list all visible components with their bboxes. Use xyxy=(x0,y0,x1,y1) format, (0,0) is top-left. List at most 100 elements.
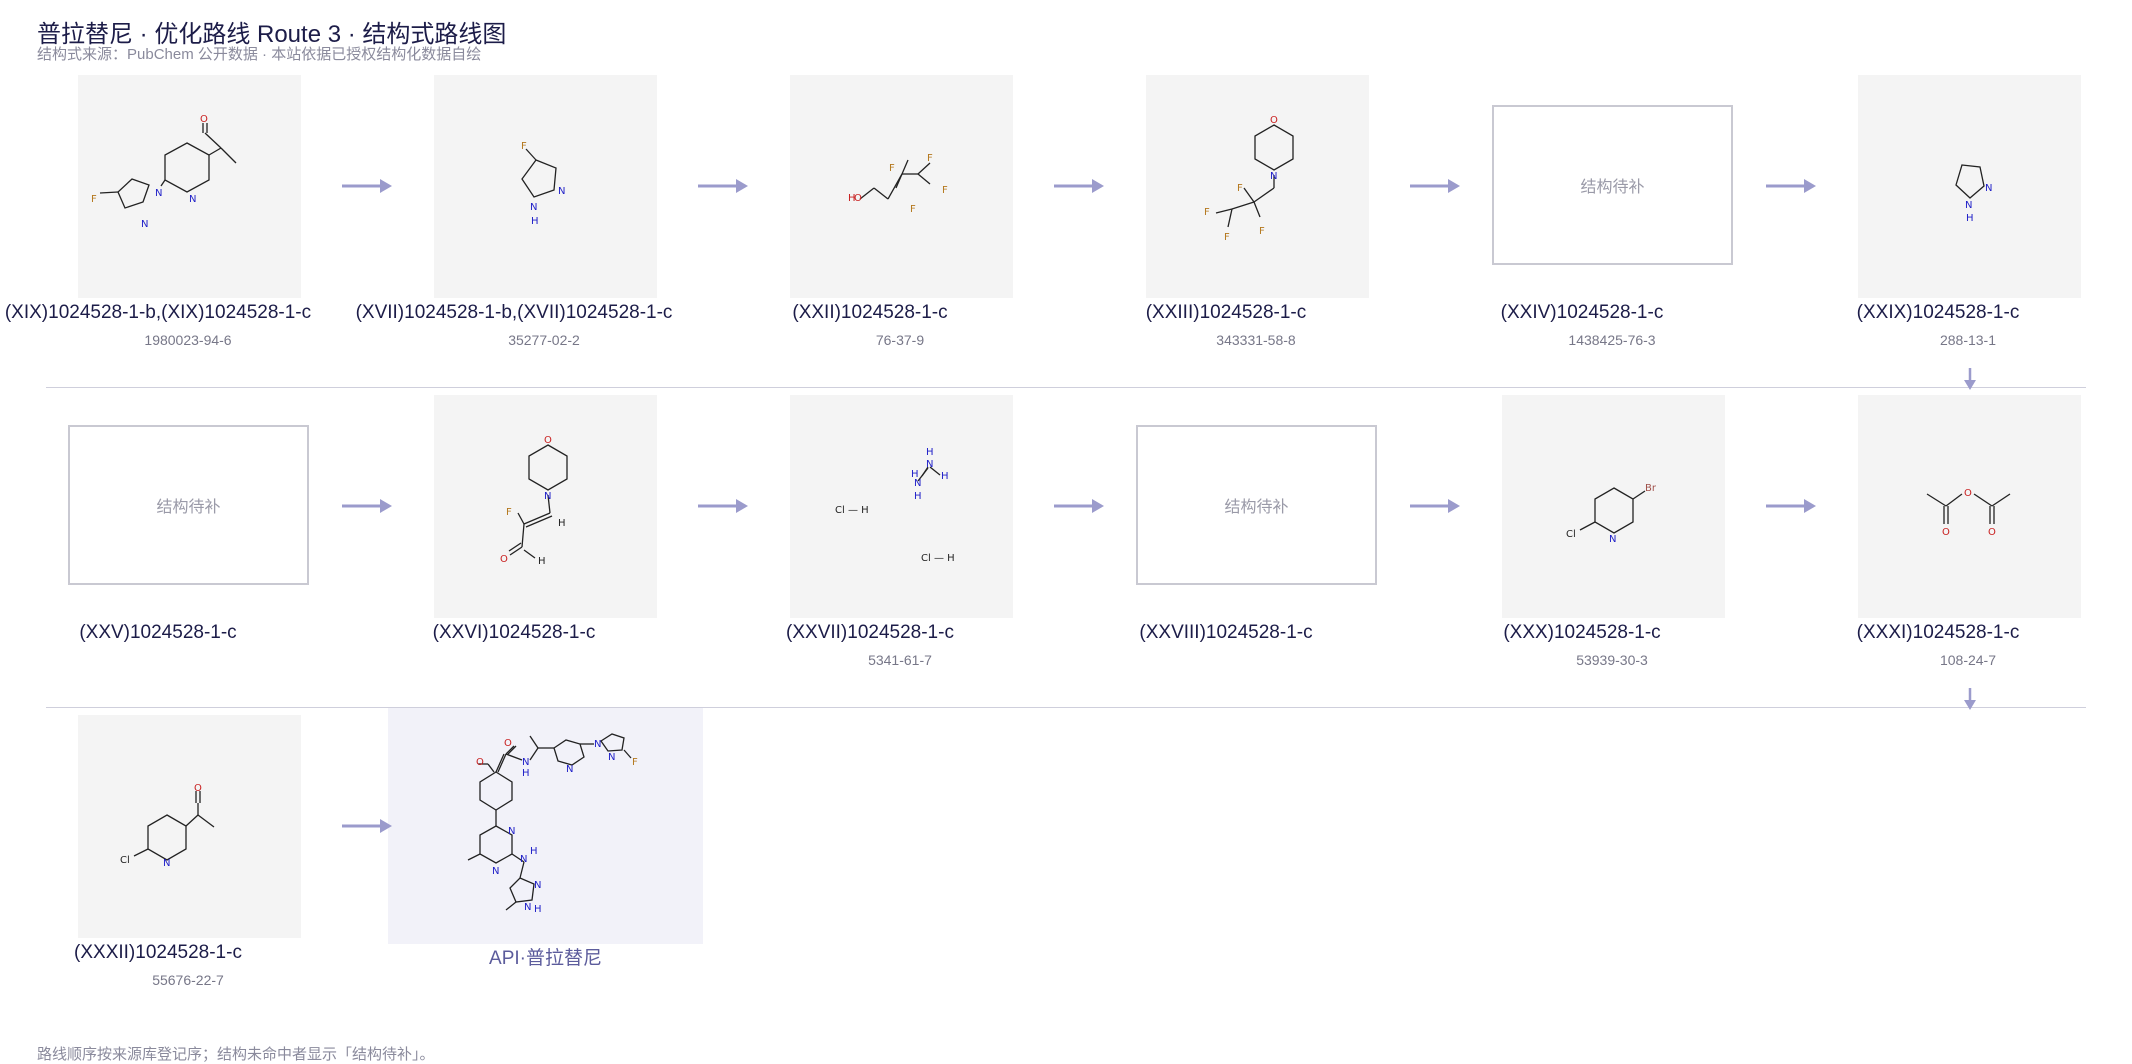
structure-image: Br N Cl xyxy=(1502,395,1725,618)
atom-label: O xyxy=(1988,527,1996,538)
structure-image: O N H F O H xyxy=(434,395,657,618)
compound-name: (XXX)1024528-1-c xyxy=(1503,622,1661,643)
row-connector-line xyxy=(46,387,2086,388)
atom-label: F xyxy=(1224,232,1230,243)
arrow-right-icon xyxy=(1410,179,1460,193)
atom-label: N xyxy=(594,739,601,750)
compound-name: (XXII)1024528-1-c xyxy=(792,302,948,323)
atom-label: O xyxy=(1964,488,1972,499)
atom-label: N xyxy=(508,826,515,837)
structure-placeholder: 结构待补 xyxy=(68,425,309,585)
atom-label: N xyxy=(163,858,170,869)
arrow-down-icon xyxy=(1964,688,1976,710)
atom-label: O xyxy=(854,193,862,204)
compound-name: (XIX)1024528-1-b,(XIX)1024528-1-c xyxy=(4,302,312,323)
compound-cas: 76-37-9 xyxy=(875,332,925,348)
atom-label: N xyxy=(1270,171,1277,182)
atom-label: N xyxy=(520,854,527,865)
structure-placeholder: 结构待补 xyxy=(1136,425,1377,585)
structure-image: O O O xyxy=(1858,395,2081,618)
arrow-right-icon xyxy=(1054,179,1104,193)
atom-label: F xyxy=(91,194,97,205)
hcl-label: Cl — H xyxy=(835,505,869,516)
atom-label: O xyxy=(200,114,208,125)
atom-label: O xyxy=(476,757,484,768)
api-card[interactable]: O O N H N N N F N N N H N N H xyxy=(388,708,703,944)
compound-cas: 288-13-1 xyxy=(1939,332,1997,348)
atom-label: N xyxy=(534,880,541,891)
page-subtitle: 结构式来源：PubChem 公开数据 · 本站依据已授权结构化数据自绘 xyxy=(37,46,482,63)
compound-cas: 55676-22-7 xyxy=(152,972,224,988)
atom-label: H xyxy=(558,518,566,529)
footer-note: 路线顺序按来源库登记序；结构未命中者显示「结构待补」。 xyxy=(37,1046,435,1063)
atom-label: F xyxy=(942,185,948,196)
compound-name: (XXXII)1024528-1-c xyxy=(74,942,242,963)
atom-label: H xyxy=(926,447,934,458)
arrow-right-icon xyxy=(1054,499,1104,513)
compound-name: (XVII)1024528-1-b,(XVII)1024528-1-c xyxy=(355,302,673,323)
atom-label: N xyxy=(926,459,933,470)
structure-image: O N N N F xyxy=(78,75,301,298)
compound-cas: 5341-61-7 xyxy=(868,652,932,668)
arrow-right-icon xyxy=(342,499,392,513)
atom-label: F xyxy=(506,507,512,518)
arrow-right-icon xyxy=(342,179,392,193)
atom-label: F xyxy=(1237,183,1243,194)
atom-label: F xyxy=(632,757,638,768)
atom-label: H xyxy=(534,904,542,915)
atom-label: H xyxy=(531,216,539,227)
compound-name: (XXIX)1024528-1-c xyxy=(1856,302,2020,323)
atom-label: N xyxy=(530,202,537,213)
arrow-down-icon xyxy=(1964,368,1976,390)
atom-label: H xyxy=(911,469,919,480)
atom-label: N xyxy=(522,757,529,768)
structure-placeholder: 结构待补 xyxy=(1492,105,1733,265)
atom-label: O xyxy=(1942,527,1950,538)
compound-cas: 35277-02-2 xyxy=(508,332,580,348)
atom-label: O xyxy=(194,783,202,794)
compound-cas: 343331-58-8 xyxy=(1216,332,1296,348)
atom-label: O xyxy=(544,435,552,446)
atom-label: Cl xyxy=(1566,529,1576,540)
compound-name: (XXVI)1024528-1-c xyxy=(432,622,596,643)
atom-label: H xyxy=(1966,213,1974,224)
structure-image: O N F F F F xyxy=(1146,75,1369,298)
page-title: 普拉替尼 · 优化路线 Route 3 · 结构式路线图 xyxy=(37,21,507,48)
atom-label: N xyxy=(524,902,531,913)
arrow-right-icon xyxy=(1766,179,1816,193)
atom-label: Cl xyxy=(120,855,130,866)
api-label: API·普拉替尼 xyxy=(489,948,602,969)
atom-label: H xyxy=(914,491,922,502)
atom-label: N xyxy=(544,491,551,502)
compound-name: (XXVII)1024528-1-c xyxy=(786,622,954,643)
atom-label: N xyxy=(492,866,499,877)
arrow-right-icon xyxy=(698,179,748,193)
atom-label: N xyxy=(914,478,921,489)
arrow-right-icon xyxy=(698,499,748,513)
atom-label: H xyxy=(848,193,856,204)
structure-image: H H N N H H Cl — H Cl — H xyxy=(790,395,1013,618)
atom-label: O xyxy=(504,738,512,749)
structure-image: N N H xyxy=(1858,75,2081,298)
compound-name: (XXIII)1024528-1-c xyxy=(1145,302,1307,323)
atom-label: H xyxy=(538,556,546,567)
atom-label: H xyxy=(522,768,530,779)
atom-label: Br xyxy=(1645,483,1657,494)
compound-name: (XXV)1024528-1-c xyxy=(79,622,237,643)
compound-name: (XXXI)1024528-1-c xyxy=(1856,622,2020,643)
structure-image: H O F F F F xyxy=(790,75,1013,298)
compound-cas: 53939-30-3 xyxy=(1576,652,1648,668)
structure-image: O N Cl xyxy=(78,715,301,938)
atom-label: F xyxy=(521,141,527,152)
atom-label: N xyxy=(558,186,565,197)
atom-label: O xyxy=(500,554,508,565)
atom-label: F xyxy=(1259,226,1265,237)
atom-label: H xyxy=(941,471,949,482)
atom-label: F xyxy=(927,153,933,164)
compound-cas: 108-24-7 xyxy=(1939,652,1997,668)
atom-label: N xyxy=(189,194,196,205)
atom-label: F xyxy=(910,204,916,215)
compound-cas: 1438425-76-3 xyxy=(1568,332,1656,348)
atom-label: F xyxy=(889,163,895,174)
atom-label: O xyxy=(1270,115,1278,126)
